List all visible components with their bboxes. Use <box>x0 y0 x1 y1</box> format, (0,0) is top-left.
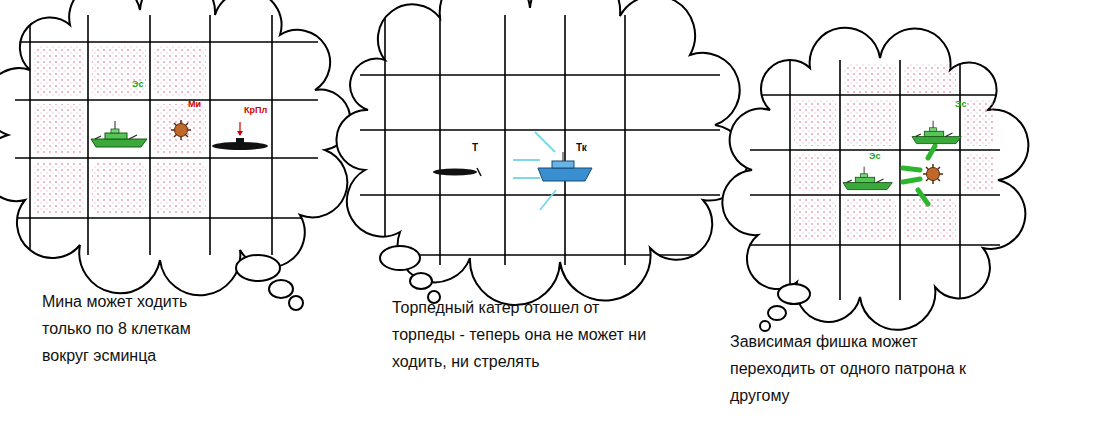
submarine-tag: КрПл <box>244 106 267 116</box>
ship-tag: Эс <box>955 100 966 110</box>
ship-tag: Эс <box>132 80 143 90</box>
caption-text: Торпедный катер отошел от торпеды - тепе… <box>392 294 647 375</box>
caption-text: Зависимая фишка может переходить от одно… <box>730 328 992 409</box>
ship-tag: Эс <box>869 152 880 162</box>
caption-text: Мина может ходить только по 8 клеткам во… <box>42 288 222 369</box>
boat-tag: Тк <box>576 142 587 153</box>
torpedo-tag: Т <box>472 142 478 153</box>
mine-tag: Ми <box>188 100 201 110</box>
